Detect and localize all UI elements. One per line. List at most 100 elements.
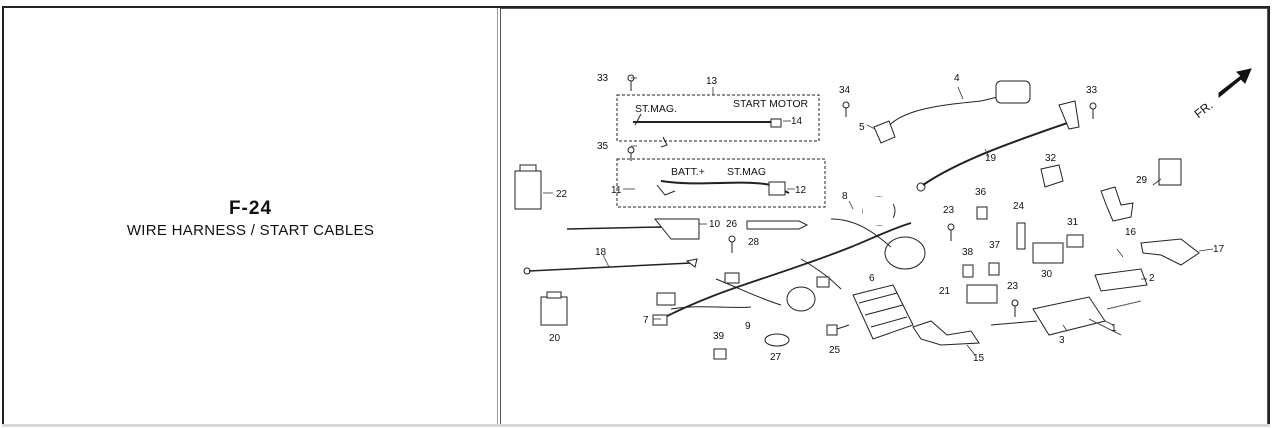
callout: 31 (1067, 217, 1079, 228)
connector-37 (988, 262, 1000, 276)
connector-7 (652, 314, 668, 326)
callout: 30 (1041, 269, 1053, 280)
connector-39 (713, 348, 727, 360)
callout: 4 (954, 73, 960, 84)
callout: 23 (943, 205, 955, 216)
callout: 17 (1213, 244, 1225, 255)
bolt-35 (627, 146, 635, 161)
cover-32 (1040, 164, 1064, 188)
cable-terminal-14 (770, 118, 782, 128)
cable-bracket-10 (653, 218, 700, 240)
bolt-25 (826, 324, 850, 336)
plug-cap-5 (873, 120, 896, 144)
figure-description: WIRE HARNESS / START CABLES (126, 222, 375, 239)
callout: 1 (1111, 323, 1117, 334)
callout: 8 (842, 191, 848, 202)
harness-coupler-9 (786, 286, 816, 312)
callout: 15 (973, 353, 985, 364)
callout: 14 (791, 116, 803, 127)
callout: 27 (770, 352, 782, 363)
callout: 13 (706, 76, 718, 87)
callout: 33 (597, 73, 609, 84)
ground-cable-19 (922, 120, 1074, 186)
fuse-holder-24 (1016, 222, 1026, 250)
callout: 36 (975, 187, 987, 198)
callout: 16 (1125, 227, 1137, 238)
callout: 7 (643, 315, 649, 326)
callout: 23 (1007, 281, 1019, 292)
callout: 28 (748, 237, 760, 248)
cable-terminal-11 (656, 184, 676, 196)
callout: 2 (1149, 273, 1155, 284)
callout: 22 (556, 189, 568, 200)
bolt-34 (842, 101, 850, 117)
group-box-11 (616, 158, 826, 208)
callout: 34 (839, 85, 851, 96)
catalog-frame (2, 6, 1270, 426)
bolt-23-upper (947, 223, 955, 241)
cover-2 (1094, 268, 1148, 292)
callout: 33 (1086, 85, 1098, 96)
callout: 39 (713, 331, 725, 342)
connector-21 (966, 284, 998, 304)
group-labels: ST.MAG. START MOTOR BATT.+ ST.MAG (635, 98, 808, 178)
group-box-13 (616, 94, 820, 142)
starter-motor-8 (884, 236, 926, 270)
connector-38 (962, 264, 974, 278)
cap-31 (1066, 234, 1084, 248)
callout: 12 (795, 185, 807, 196)
callout: 5 (859, 122, 865, 133)
parts-diagram: ST.MAG. START MOTOR BATT.+ ST.MAG FR. 33… (500, 8, 1268, 424)
bracket-15 (912, 320, 980, 346)
regulator-rectifier-6 (852, 284, 914, 340)
connector-36 (976, 206, 988, 220)
callout: 24 (1013, 201, 1025, 212)
cable-terminal-12 (768, 181, 786, 196)
cdi-unit-3 (1032, 296, 1106, 336)
callout: 18 (595, 247, 607, 258)
callout: 11 (611, 185, 622, 196)
battery-cable-12 (660, 180, 790, 194)
tube-28 (746, 220, 809, 230)
callout: 3 (1059, 335, 1065, 346)
callout: 20 (549, 333, 561, 344)
callout: 25 (829, 345, 841, 356)
ignition-coil-4 (995, 80, 1031, 104)
relay-29 (1158, 158, 1182, 186)
cable-bracket-19 (1058, 100, 1080, 130)
start-cable-14 (633, 121, 780, 126)
bolt-23-lower (1011, 299, 1019, 317)
front-label: FR. (1192, 98, 1216, 121)
fuse-box-30 (1032, 242, 1064, 264)
cable-terminal-13 (634, 113, 642, 126)
relay-22 (514, 170, 542, 210)
callout: 32 (1045, 153, 1057, 164)
callout: 26 (726, 219, 738, 230)
callout: 29 (1136, 175, 1148, 186)
title-panel: F-24 WIRE HARNESS / START CABLES (4, 8, 498, 424)
bolt-26 (728, 235, 736, 253)
callout: 21 (939, 286, 951, 297)
connector-20 (540, 296, 568, 326)
label-batt-plus: BATT.+ (671, 166, 705, 178)
callout: 9 (745, 321, 751, 332)
band-clip-27 (764, 333, 790, 347)
bracket-17 (1140, 238, 1200, 266)
label-st-mag-13: ST.MAG. (635, 103, 677, 115)
cable-lead-13 (660, 136, 668, 148)
cable-eye-19 (916, 182, 926, 192)
bolt-33-left (627, 74, 635, 91)
label-start-motor: START MOTOR (733, 98, 808, 110)
callout-numbers: 33 13 14 35 34 4 5 33 19 22 11 12 8 10 2… (549, 73, 1225, 364)
cable-18 (528, 262, 692, 272)
exploded-diagram: ST.MAG. START MOTOR BATT.+ ST.MAG FR. 33… (514, 68, 1252, 364)
callout: 6 (869, 273, 875, 284)
callout: 38 (962, 247, 974, 258)
front-arrow-icon (1218, 68, 1252, 99)
callout: 37 (989, 240, 1001, 251)
figure-code: F-24 (228, 198, 273, 219)
callout: 19 (985, 153, 997, 164)
label-st-mag-11: ST.MAG (727, 166, 766, 178)
bolt-33-right (1089, 102, 1097, 119)
rubber-cover-16 (1100, 186, 1134, 222)
